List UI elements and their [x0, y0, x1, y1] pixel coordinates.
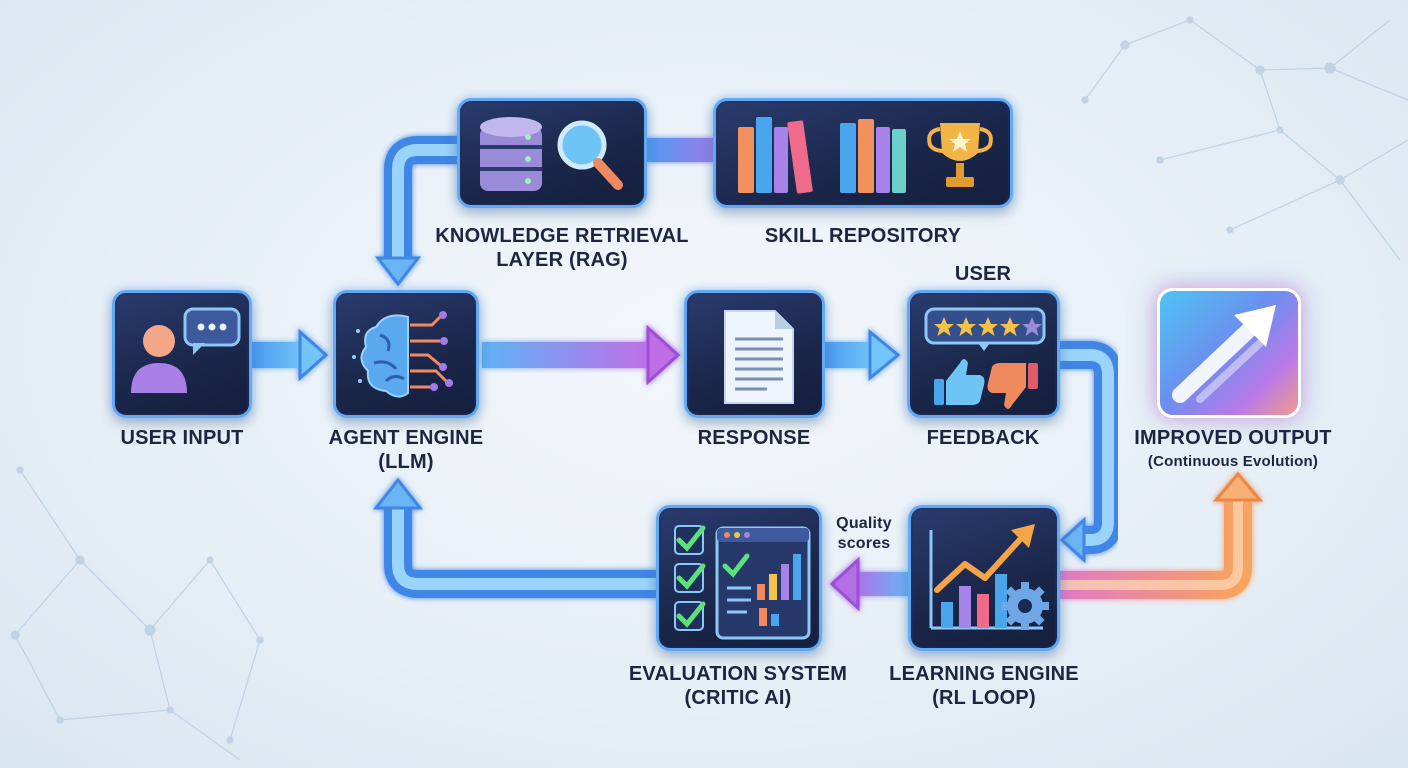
thumbs-up-icon: [934, 359, 985, 405]
node-skill-repository: [713, 98, 1013, 208]
star-rating-icon: [924, 307, 1046, 351]
label-learning-engine: LEARNING ENGINE (RL LOOP): [889, 663, 1079, 709]
label-skill-repository: SKILL REPOSITORY: [764, 225, 962, 247]
magnifier-icon: [557, 120, 623, 190]
checklist-icon: [674, 525, 706, 631]
node-evaluation-system: [656, 505, 822, 651]
connector-skill-to-knowledge: [645, 138, 717, 162]
thumbs-down-icon: [987, 363, 1038, 409]
node-learning-engine: [908, 505, 1060, 651]
node-feedback: [907, 290, 1060, 418]
connector-learning-to-output: [1060, 471, 1264, 599]
books-icon: [738, 117, 906, 194]
node-response: [684, 290, 825, 418]
connector-learning-to-evaluation: [829, 556, 908, 612]
database-icon: [480, 117, 542, 191]
label-response: RESPONSE: [697, 427, 811, 449]
dashboard-icon: [715, 526, 811, 640]
label-user-input: USER INPUT: [120, 427, 244, 449]
label-feedback: FEEDBACK: [926, 427, 1040, 449]
person-icon: [131, 325, 187, 393]
network-decoration-top-right: [1081, 16, 1408, 261]
connector-response-to-feedback: [825, 328, 901, 382]
label-quality-scores: Quality scores: [836, 515, 892, 552]
chat-bubble-icon: [183, 307, 241, 355]
connector-knowledge-to-agent: [374, 136, 462, 287]
network-decoration-bottom-left: [10, 466, 264, 761]
label-agent-engine: AGENT ENGINE (LLM): [328, 427, 484, 473]
brain-circuit-icon: [352, 311, 453, 398]
node-agent-engine: [333, 290, 479, 418]
connector-agent-to-response: [482, 324, 681, 386]
gear-icon: [1001, 582, 1049, 630]
label-evaluation-system: EVALUATION SYSTEM (CRITIC AI): [628, 663, 848, 709]
node-user-input: [112, 290, 252, 418]
node-improved-output: [1157, 288, 1301, 418]
trophy-icon: [927, 123, 993, 187]
document-icon: [724, 310, 794, 404]
label-feedback-top: USER: [954, 263, 1012, 285]
node-knowledge-retrieval: [457, 98, 647, 208]
rising-chart-icon: [929, 524, 1043, 630]
label-knowledge-retrieval: KNOWLEDGE RETRIEVAL LAYER (RAG): [435, 225, 689, 271]
growth-arrow-icon: [1172, 305, 1276, 403]
label-improved-output: IMPROVED OUTPUT (Continuous Evolution): [1134, 427, 1332, 470]
connector-feedback-to-learning: [1059, 341, 1122, 564]
connector-input-to-agent: [252, 328, 329, 382]
connector-evaluation-to-agent: [372, 477, 658, 598]
